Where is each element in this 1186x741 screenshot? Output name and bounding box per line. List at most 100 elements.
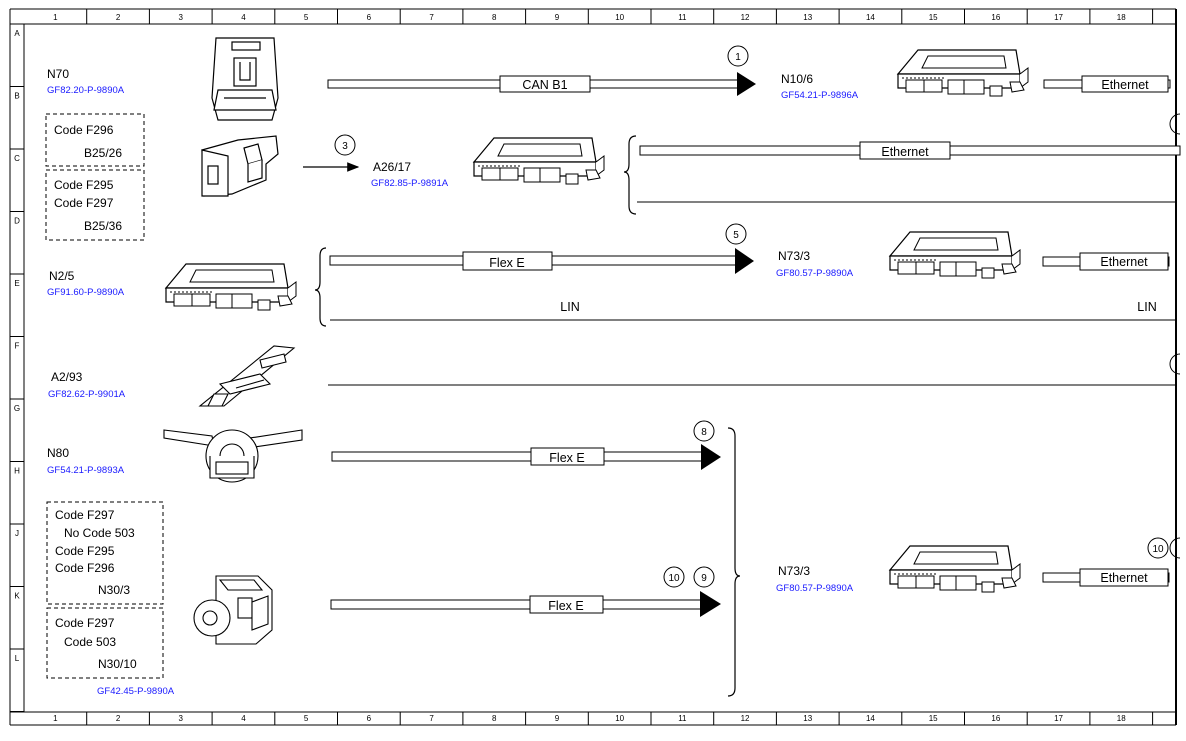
component-n73-3-top: N73/3 GF80.57-P-9890A bbox=[776, 249, 854, 279]
code-box-n30-3: Code F297 No Code 503 Code F295 Code F29… bbox=[46, 501, 164, 605]
column-label: 1 bbox=[53, 13, 58, 22]
svg-text:10: 10 bbox=[668, 573, 680, 584]
svg-text:Code F297: Code F297 bbox=[55, 508, 115, 522]
row-label: B bbox=[14, 92, 19, 101]
column-label: 8 bbox=[492, 13, 497, 22]
frame bbox=[9, 8, 1177, 726]
row-label: F bbox=[15, 342, 20, 351]
control-unit-icon bbox=[889, 231, 1021, 279]
svg-text:Code F297: Code F297 bbox=[55, 616, 115, 630]
marker-9: 9 bbox=[693, 566, 715, 588]
component-n73-3-bottom: N73/3 GF80.57-P-9890A bbox=[776, 564, 854, 594]
marker-3: 3 bbox=[334, 134, 356, 156]
component-name: N2/5 bbox=[49, 269, 75, 283]
column-label: 3 bbox=[179, 13, 184, 22]
bracket bbox=[314, 247, 327, 327]
svg-text:10: 10 bbox=[1152, 544, 1164, 555]
svg-text:Code 503: Code 503 bbox=[64, 635, 116, 649]
control-unit-icon bbox=[165, 263, 297, 311]
row-label: C bbox=[14, 154, 20, 163]
svg-text:1: 1 bbox=[735, 52, 741, 63]
column-label: 2 bbox=[116, 13, 121, 22]
component-ref-link[interactable]: GF54.21-P-9893A bbox=[47, 465, 125, 476]
code-box-f296: Code F296 B25/26 bbox=[45, 113, 145, 167]
row-label: L bbox=[15, 654, 20, 663]
column-label: 10 bbox=[615, 714, 624, 723]
svg-text:3: 3 bbox=[342, 141, 348, 152]
svg-text:N30/10: N30/10 bbox=[98, 657, 137, 671]
row-label: J bbox=[15, 529, 19, 538]
component-a2-93: A2/93 GF82.62-P-9901A bbox=[48, 370, 126, 400]
bus-label-lin: LIN bbox=[1137, 300, 1156, 314]
component-name: A2/93 bbox=[51, 370, 83, 384]
column-label: 18 bbox=[1117, 714, 1126, 723]
component-name: N70 bbox=[47, 67, 69, 81]
component-ref-link[interactable]: GF82.20-P-9890A bbox=[47, 85, 125, 96]
bus-ethernet-1: Ethernet bbox=[1043, 75, 1171, 93]
column-label: 12 bbox=[741, 13, 750, 22]
component-n2-5: N2/5 GF91.60-P-9890A bbox=[47, 269, 125, 298]
marker-partial bbox=[1169, 537, 1181, 559]
row-label: A bbox=[14, 29, 20, 38]
component-ref-link[interactable]: GF80.57-P-9890A bbox=[776, 268, 854, 279]
column-label: 14 bbox=[866, 13, 875, 22]
bus-flex-e-3: Flex E bbox=[330, 591, 721, 617]
row-label: H bbox=[14, 467, 20, 476]
column-label: 11 bbox=[678, 714, 687, 723]
marker-partial bbox=[1169, 353, 1181, 375]
bracket bbox=[623, 135, 637, 215]
column-label: 6 bbox=[367, 13, 372, 22]
row-label: D bbox=[14, 217, 20, 226]
svg-text:Code F295: Code F295 bbox=[54, 178, 114, 192]
svg-text:No Code 503: No Code 503 bbox=[64, 526, 135, 540]
column-label: 17 bbox=[1054, 13, 1063, 22]
marker-1: 1 bbox=[727, 45, 749, 67]
marker-5: 5 bbox=[725, 223, 747, 245]
svg-text:Flex E: Flex E bbox=[548, 599, 583, 613]
bus-ethernet-2: Ethernet bbox=[639, 141, 1181, 160]
column-label: 8 bbox=[492, 714, 497, 723]
column-label: 18 bbox=[1117, 13, 1126, 22]
column-label: 17 bbox=[1054, 714, 1063, 723]
svg-text:Ethernet: Ethernet bbox=[1101, 78, 1149, 92]
component-ref-link[interactable]: GF91.60-P-9890A bbox=[47, 287, 125, 298]
marker-partial bbox=[1169, 113, 1181, 135]
column-label: 16 bbox=[991, 13, 1000, 22]
column-label: 13 bbox=[803, 13, 812, 22]
svg-text:Code F295: Code F295 bbox=[55, 544, 115, 558]
svg-text:9: 9 bbox=[701, 573, 707, 584]
control-unit-icon bbox=[889, 545, 1021, 593]
bus-ethernet-3: Ethernet bbox=[1042, 252, 1170, 271]
component-ref-link[interactable]: GF82.62-P-9901A bbox=[48, 389, 126, 400]
bus-flex-e-2: Flex E bbox=[331, 444, 721, 470]
component-n80: N80 GF54.21-P-9893A bbox=[47, 446, 125, 476]
column-label: 10 bbox=[615, 13, 624, 22]
steering-column-module-icon bbox=[163, 429, 303, 483]
column-label: 3 bbox=[179, 714, 184, 723]
antenna-module-icon bbox=[198, 345, 296, 407]
code-box-n30-10: Code F297 Code 503 N30/10 bbox=[46, 607, 164, 679]
component-a26-17: A26/17 GF82.85-P-9891A bbox=[371, 160, 449, 189]
marker-10: 10 bbox=[663, 566, 685, 588]
column-label: 15 bbox=[929, 714, 938, 723]
component-ref-link[interactable]: GF80.57-P-9890A bbox=[776, 583, 854, 594]
control-unit-icon bbox=[473, 137, 605, 185]
component-ref-link[interactable]: GF42.45-P-9890A bbox=[97, 686, 175, 697]
component-n10-6: N10/6 GF54.21-P-9896A bbox=[781, 72, 859, 101]
component-ref-link[interactable]: GF82.85-P-9891A bbox=[371, 178, 449, 189]
sensor-connector-icon bbox=[201, 135, 279, 197]
bus-flex-e-1: Flex E bbox=[329, 248, 754, 274]
svg-text:B25/26: B25/26 bbox=[84, 146, 122, 160]
column-label: 7 bbox=[429, 13, 434, 22]
component-ref-link[interactable]: GF54.21-P-9896A bbox=[781, 90, 859, 101]
svg-text:N30/3: N30/3 bbox=[98, 583, 130, 597]
marker-8: 8 bbox=[693, 420, 715, 442]
bracket bbox=[727, 427, 741, 697]
column-label: 5 bbox=[304, 714, 309, 723]
row-label: G bbox=[14, 404, 20, 413]
component-name: N80 bbox=[47, 446, 69, 460]
